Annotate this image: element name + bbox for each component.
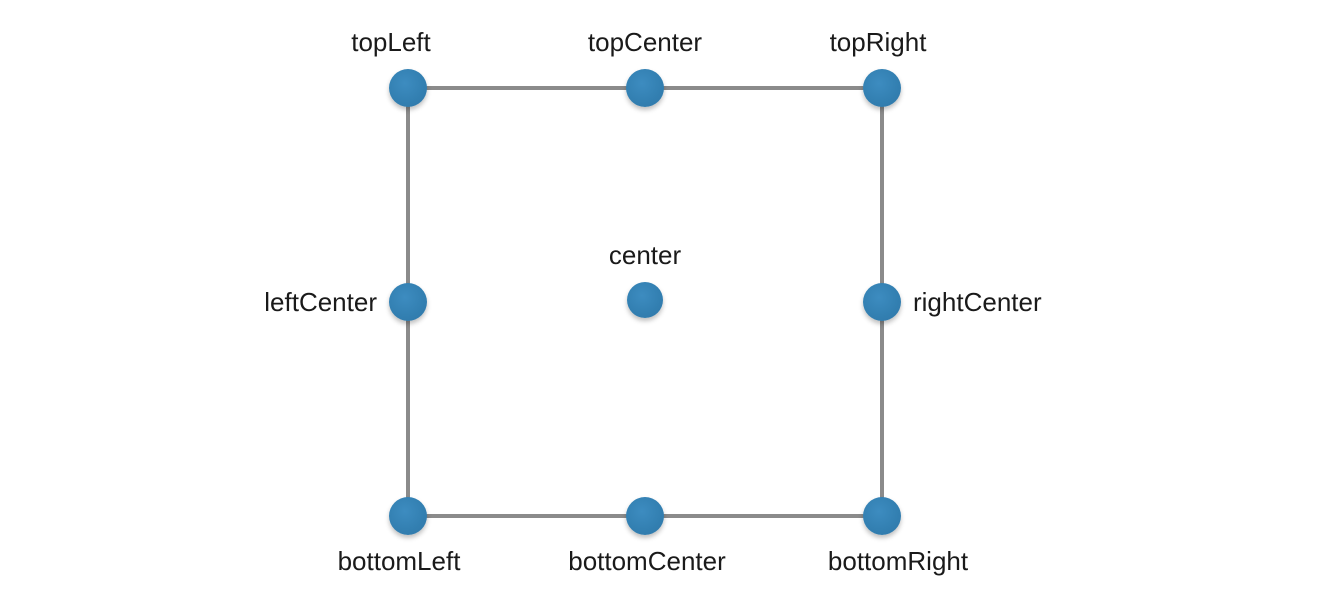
- anchor-dot-topRight: [863, 69, 901, 107]
- anchor-label-bottomRight: bottomRight: [827, 546, 969, 576]
- anchor-label-topCenter: topCenter: [587, 27, 703, 58]
- anchor-label-bottomLeft: bottomLeft: [337, 546, 461, 576]
- anchor-dot-rightCenter: [863, 283, 901, 321]
- anchor-dot-bottomLeft: [389, 497, 427, 535]
- anchor-dot-center: [627, 282, 663, 318]
- anchor-label-bottomCenter: bottomCenter: [568, 546, 726, 576]
- anchor-dot-topLeft: [389, 69, 427, 107]
- anchor-label-rightCenter: rightCenter: [913, 287, 1042, 318]
- anchor-label-topRight: topRight: [829, 27, 927, 58]
- anchor-label-leftCenter: leftCenter: [264, 287, 377, 318]
- anchor-label-center: center: [608, 240, 682, 271]
- anchor-dot-topCenter: [626, 69, 664, 107]
- anchor-label-topLeft: topLeft: [351, 27, 431, 58]
- anchor-dot-leftCenter: [389, 283, 427, 321]
- anchor-dot-bottomCenter: [626, 497, 664, 535]
- anchor-dot-bottomRight: [863, 497, 901, 535]
